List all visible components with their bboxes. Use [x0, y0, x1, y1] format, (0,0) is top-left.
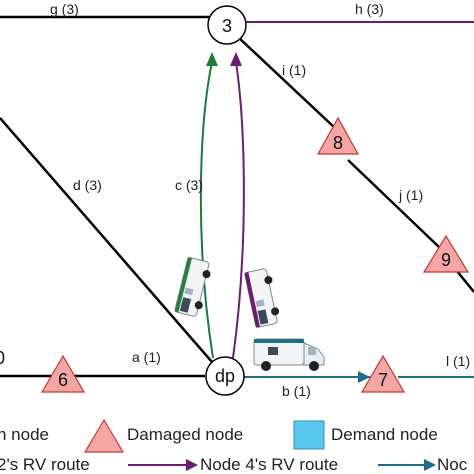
ambulance-icon-green [174, 257, 211, 317]
node-3 [207, 5, 247, 45]
edge-label-l: l (1) [446, 353, 470, 369]
legend-route-node2-label: 2's RV route [0, 455, 90, 474]
damaged-node-9-label: 9 [441, 250, 451, 270]
legend-purple-route-arrowhead [186, 459, 198, 471]
route-purple-arrowhead [230, 52, 242, 66]
edge-label-g: g (3) [50, 1, 79, 17]
legend-demand-icon [293, 420, 325, 450]
ambulance-icon-purple [244, 268, 280, 328]
edge-label-d: d (3) [73, 177, 102, 193]
edge-label-b: b (1) [282, 383, 311, 399]
legend-node-label: n node [0, 425, 49, 444]
edge-d [0, 117, 213, 363]
damaged-node-6-label: 6 [58, 370, 68, 390]
edge-j [347, 159, 441, 249]
legend-teal-route-arrowhead [424, 459, 436, 471]
partial-node-label: 0 [0, 348, 5, 368]
damaged-node-6 [40, 354, 86, 393]
edge-label-c: c (3) [175, 177, 203, 193]
damaged-node-7-label: 7 [378, 370, 388, 390]
node-dp-label: dp [215, 366, 235, 386]
damaged-node-7 [360, 354, 406, 393]
route-purple-c [232, 61, 245, 359]
node-3-label: 3 [222, 16, 232, 36]
edge-i [237, 36, 336, 129]
edge-label-j: j (1) [398, 187, 423, 203]
legend-damaged-label: Damaged node [127, 425, 243, 444]
legend-route-partial-label: Noc [437, 455, 468, 474]
ambulance-icon-teal [253, 338, 325, 371]
node-dp [205, 356, 245, 396]
route-green-arrowhead [206, 52, 218, 66]
legend-route-node4-label: Node 4's RV route [200, 455, 338, 474]
edge-label-h: h (3) [355, 1, 384, 17]
edge-label-i: i (1) [282, 62, 306, 78]
legend-demand-label: Demand node [331, 425, 438, 444]
route-teal-arrowhead-1 [358, 371, 370, 383]
route-green-c [199, 61, 214, 359]
damaged-node-9 [422, 234, 470, 273]
damaged-node-8-label: 8 [333, 133, 343, 153]
damaged-node-8 [316, 116, 360, 155]
edge-label-a: a (1) [132, 349, 161, 365]
legend-damaged-icon [83, 418, 125, 453]
